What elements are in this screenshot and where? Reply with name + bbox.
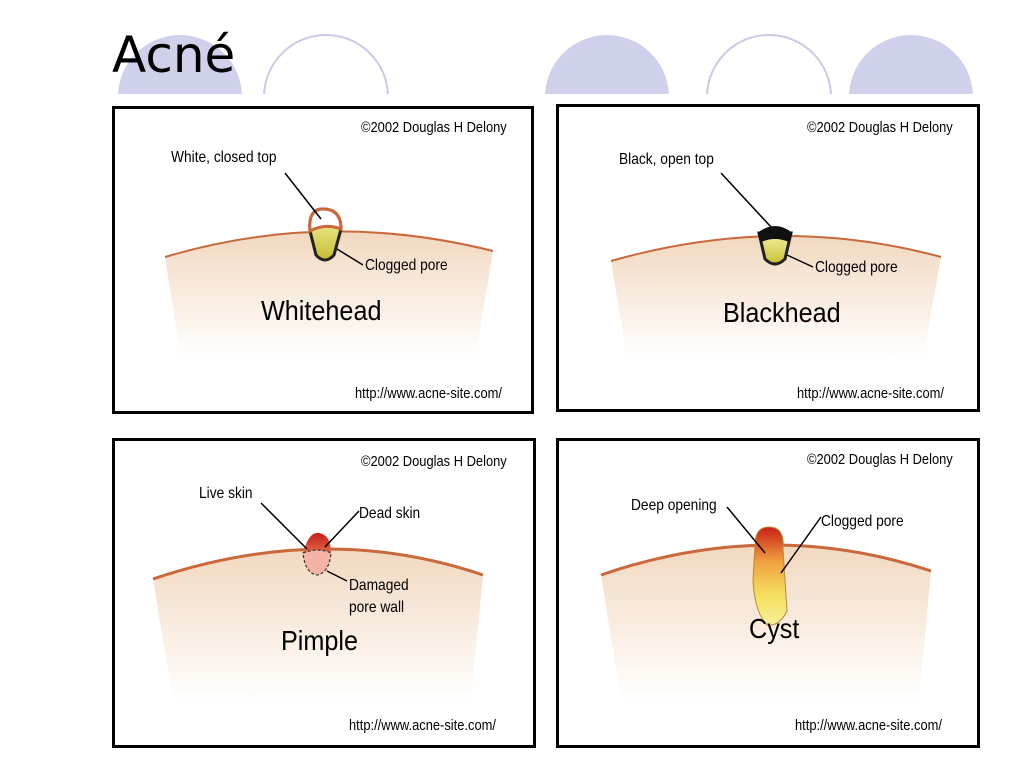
credit-text: ©2002 Douglas H Delony bbox=[361, 453, 507, 470]
source-url: http://www.acne-site.com/ bbox=[349, 717, 496, 734]
pointer-live-skin bbox=[260, 502, 308, 550]
condition-name: Blackhead bbox=[723, 297, 841, 328]
label-open-top: Black, open top bbox=[619, 151, 714, 168]
pointer-dead-skin bbox=[324, 510, 360, 548]
pimple-illustration bbox=[152, 502, 484, 701]
damaged-pore-wall bbox=[302, 549, 332, 576]
deco-circle-filled-2 bbox=[545, 35, 669, 100]
whitehead-illustration bbox=[164, 172, 494, 359]
pointer-side bbox=[786, 254, 814, 268]
cyst-illustration bbox=[600, 506, 932, 701]
label-damaged: Damaged bbox=[349, 577, 409, 594]
label-clogged-pore: Clogged pore bbox=[821, 513, 904, 530]
inflamed-bump bbox=[303, 532, 331, 553]
source-url: http://www.acne-site.com/ bbox=[795, 717, 942, 734]
deco-circle-filled-1 bbox=[118, 35, 242, 100]
pointer-top bbox=[720, 172, 772, 228]
white-closed-top bbox=[308, 207, 343, 234]
label-closed-top: White, closed top bbox=[171, 149, 277, 166]
pointer-pore-wall bbox=[326, 570, 348, 582]
skin-tissue bbox=[611, 235, 941, 359]
label-live-skin: Live skin bbox=[199, 485, 253, 502]
condition-name: Pimple bbox=[281, 625, 359, 656]
slide-title: Acné bbox=[112, 26, 236, 84]
source-url: http://www.acne-site.com/ bbox=[355, 385, 502, 402]
label-deep-opening: Deep opening bbox=[631, 497, 717, 514]
source-url: http://www.acne-site.com/ bbox=[797, 385, 944, 402]
clogged-pore bbox=[757, 231, 793, 266]
panel-pimple: ©2002 Douglas H Delony Live skin Dead sk… bbox=[112, 438, 536, 748]
credit-text: ©2002 Douglas H Delony bbox=[807, 119, 953, 136]
condition-name: Cyst bbox=[749, 613, 800, 644]
pointer-side bbox=[336, 248, 364, 266]
pointer-deep-opening bbox=[726, 506, 766, 554]
black-open-top bbox=[757, 226, 793, 243]
panel-blackhead: ©2002 Douglas H Delony Black, open top C… bbox=[556, 104, 980, 412]
deco-circle-outline-2 bbox=[706, 34, 832, 100]
deco-circle-filled-3 bbox=[849, 35, 973, 100]
blackhead-illustration bbox=[610, 172, 942, 359]
header-decoration bbox=[0, 34, 1024, 100]
cyst-sac bbox=[752, 526, 788, 626]
skin-tissue bbox=[165, 231, 493, 359]
panel-cyst: ©2002 Douglas H Delony Deep opening Clog… bbox=[556, 438, 980, 748]
label-pore-wall: pore wall bbox=[349, 599, 405, 616]
credit-text: ©2002 Douglas H Delony bbox=[807, 451, 953, 468]
label-dead-skin: Dead skin bbox=[359, 505, 421, 522]
pointer-top bbox=[284, 172, 322, 220]
condition-name: Whitehead bbox=[261, 295, 382, 326]
credit-text: ©2002 Douglas H Delony bbox=[361, 119, 507, 136]
deco-circle-outline-1 bbox=[263, 34, 389, 100]
label-clogged-pore: Clogged pore bbox=[365, 257, 448, 274]
pointer-clogged-pore bbox=[780, 516, 822, 574]
skin-tissue bbox=[153, 548, 483, 701]
panel-whitehead: ©2002 Douglas H Delony White, closed top… bbox=[112, 106, 534, 414]
label-clogged-pore: Clogged pore bbox=[815, 259, 898, 276]
